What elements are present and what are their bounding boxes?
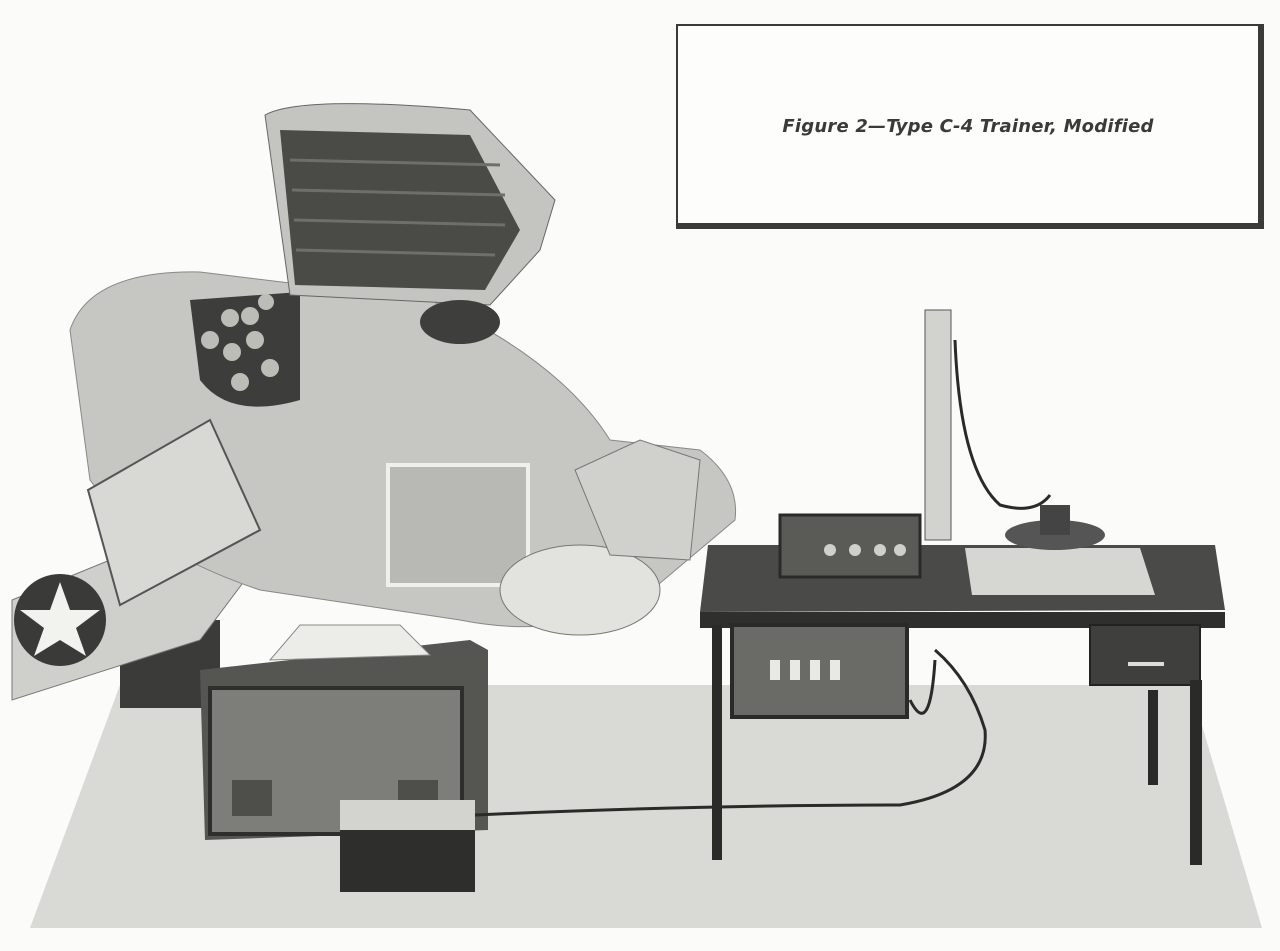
trainer-fuselage bbox=[11, 271, 737, 701]
instructor-desk bbox=[700, 309, 1225, 865]
junction-box bbox=[340, 800, 475, 892]
figure-caption: Figure 2—Type C-4 Trainer, Modified bbox=[782, 116, 1154, 137]
figure-caption-box: Figure 2—Type C-4 Trainer, Modified bbox=[676, 24, 1264, 229]
cables bbox=[474, 339, 1052, 817]
trainer-base-cabinet bbox=[120, 620, 488, 840]
cockpit-hood-open bbox=[264, 103, 556, 344]
